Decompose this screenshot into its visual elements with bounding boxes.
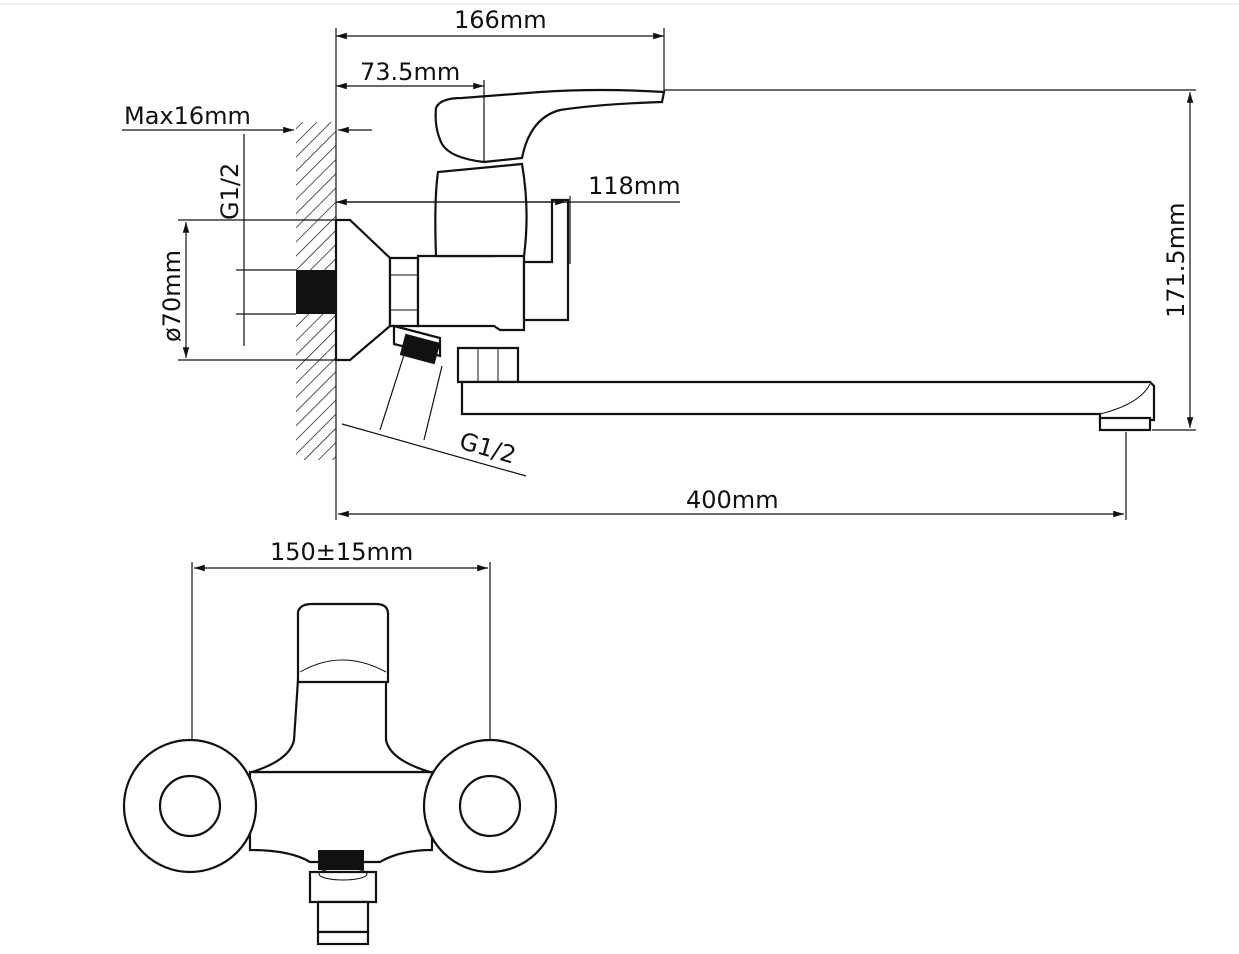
- dim-400: 400mm: [686, 486, 779, 514]
- dim-166: 166mm: [454, 6, 547, 34]
- dim-d70: ø70mm: [158, 250, 186, 342]
- dim-g12-inlet: G1/2: [216, 163, 244, 220]
- dim-171-5: 171.5mm: [1162, 203, 1190, 318]
- connector-nut: [388, 256, 420, 328]
- side-dimensions: 166mm 73.5mm Max16mm 118mm G1/2 ø70mm 17…: [122, 6, 1196, 520]
- mixer-body: [416, 248, 526, 332]
- handle-lever: [434, 88, 666, 164]
- front-outlet-nut: [308, 870, 378, 904]
- dim-g12-outlet: G1/2: [456, 427, 519, 470]
- aerator: [1098, 416, 1152, 432]
- dim-73-5: 73.5mm: [360, 58, 460, 86]
- back-plate: [522, 198, 570, 322]
- dim-max16: Max16mm: [124, 102, 251, 130]
- spout-nut: [456, 346, 520, 384]
- front-column: [251, 678, 431, 774]
- dim-118: 118mm: [588, 172, 681, 200]
- dim-150: 150±15mm: [270, 538, 413, 566]
- cartridge-column: [434, 162, 528, 258]
- wall-flange: [334, 218, 392, 362]
- side-view: [296, 28, 1156, 520]
- inlet-block: [296, 270, 336, 314]
- spout: [460, 380, 1156, 422]
- front-handle: [296, 602, 390, 684]
- front-body: [248, 770, 434, 864]
- front-view: 150±15mm: [122, 538, 558, 946]
